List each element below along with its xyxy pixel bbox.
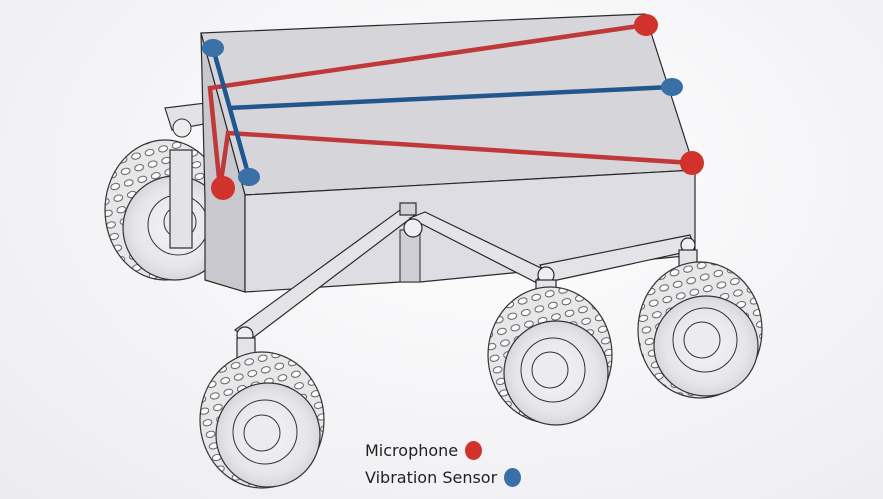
microphone-dot [634,14,658,36]
wheel-rear-right [637,261,763,399]
vibration-sensor-dot [202,39,224,57]
vibration-sensor-dot [661,78,683,96]
legend-item-microphone: Microphone [365,437,521,464]
legend-label-vibration-sensor: Vibration Sensor [365,468,498,487]
wheel-front-left [199,351,325,489]
microphone-dot [680,151,704,175]
vibration-wiring [210,47,673,178]
microphone-sensors [211,14,704,200]
legend: Microphone Vibration Sensor [365,437,522,491]
microphone-wiring [207,22,693,189]
legend-item-vibration-sensor: Vibration Sensor [365,464,522,491]
vibration-sensor-marker-icon [504,468,522,487]
vibration-sensor-dot [238,168,260,186]
vibration-sensors [202,39,683,186]
wheel-middle-right [487,286,613,426]
suspension-arms [233,202,698,361]
microphone-marker-icon [465,441,483,460]
legend-label-microphone: Microphone [365,441,459,460]
microphone-dot [211,176,235,200]
